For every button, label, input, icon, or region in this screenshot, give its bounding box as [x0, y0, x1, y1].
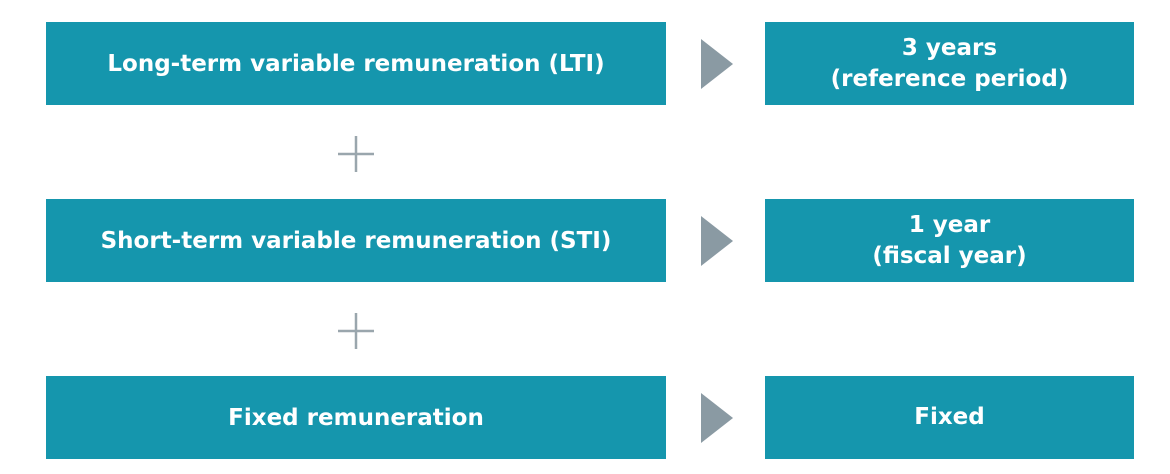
triangle-right-icon	[701, 39, 733, 89]
lti-label: Long-term variable remuneration (LTI)	[107, 50, 605, 77]
triangle-right-icon	[701, 393, 733, 443]
lti-box: Long-term variable remuneration (LTI)	[46, 22, 666, 105]
fixed-period-box: Fixed	[765, 376, 1134, 459]
lti-period-line1: 3 years	[901, 34, 998, 61]
sti-label: Short-term variable remuneration (STI)	[100, 227, 612, 254]
triangle-right-icon	[701, 216, 733, 266]
fixed-label: Fixed remuneration	[228, 404, 484, 431]
sti-period-line1: 1 year	[908, 211, 991, 238]
fixed-period-line1: Fixed	[914, 404, 985, 430]
sti-box: Short-term variable remuneration (STI)	[46, 199, 666, 282]
fixed-box: Fixed remuneration	[46, 376, 666, 459]
plus-icon	[336, 134, 376, 174]
lti-period-box: 3 years (reference period)	[765, 22, 1134, 105]
sti-period-line2: (fiscal year)	[872, 242, 1027, 269]
sti-period-box: 1 year (fiscal year)	[765, 199, 1134, 282]
plus-icon	[336, 311, 376, 351]
lti-period-line2: (reference period)	[830, 65, 1069, 92]
